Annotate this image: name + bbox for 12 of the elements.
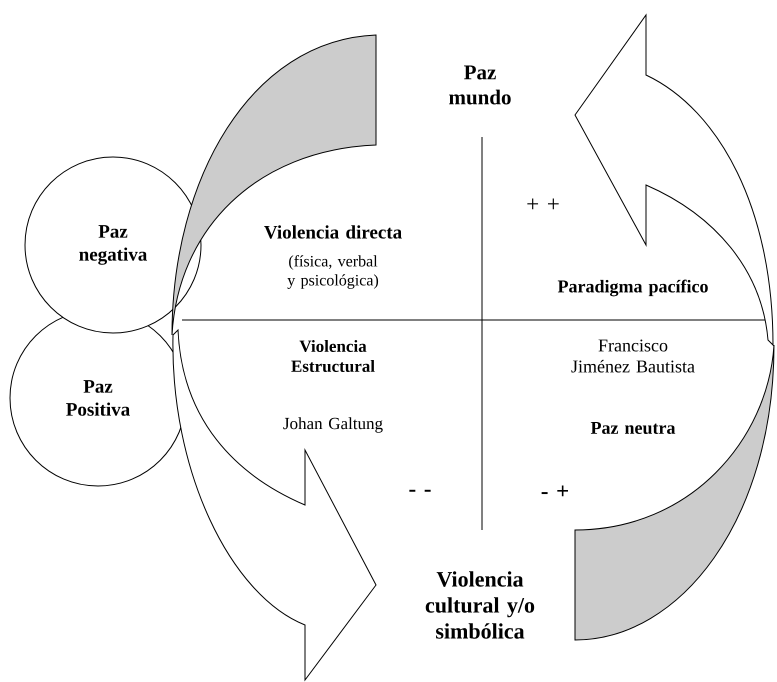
heading-label: Paz mundo	[449, 66, 511, 104]
sign-label: + +	[527, 198, 559, 210]
sign-label: - +	[542, 486, 568, 496]
author-label: Johan Galtung	[283, 417, 383, 433]
quadrant-label: Paz neutra	[590, 422, 676, 434]
author-label: Francisco Jiménez Bautista	[571, 339, 695, 373]
quadrant-label: Violencia directa	[264, 225, 402, 239]
sign-label: - -	[409, 490, 431, 492]
quadrant-label: Paradigma pacífico	[558, 280, 708, 296]
quadrant-label: Violencia Estructural	[291, 340, 375, 372]
subtitle-label: (física, verbal y psicológica)	[287, 255, 378, 289]
heading-label: Violencia cultural y/o simbólica	[426, 571, 534, 639]
